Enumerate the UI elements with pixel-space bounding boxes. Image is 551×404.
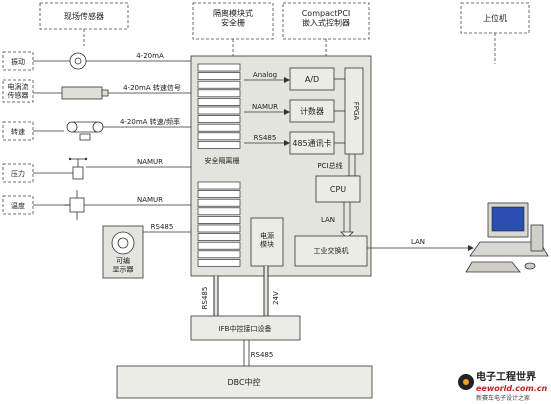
svg-text:RS485: RS485	[201, 287, 209, 310]
svg-text:可编显示器: 可编显示器	[113, 256, 134, 273]
namur-tag: NAMUR	[244, 103, 290, 115]
speed-sensor-icon	[66, 121, 78, 133]
svg-text:RS485: RS485	[254, 134, 277, 142]
svg-text:24V: 24V	[272, 291, 280, 305]
temperature-sensor-icon	[69, 197, 85, 213]
signal-label: NAMUR	[137, 196, 163, 204]
barrier-label: 安全隔离栅	[205, 156, 240, 165]
barrier-module-slot	[197, 98, 241, 106]
counter-box: 计数器	[289, 99, 335, 123]
display-device: 可编显示器	[102, 225, 144, 279]
svg-text:Analog: Analog	[253, 71, 277, 79]
ad-box: A/D	[289, 67, 335, 91]
barrier-module-slot	[197, 80, 241, 89]
device-temp: 温度	[2, 190, 85, 220]
field-sensors-header: 现场传感器	[39, 2, 129, 30]
lan-internal: LAN	[321, 202, 354, 239]
svg-text:电源模块: 电源模块	[260, 231, 274, 248]
analog-tag: Analog	[244, 71, 290, 83]
safety-barrier-label: 隔离模块式安全栅	[213, 8, 253, 28]
signal-label: NAMUR	[137, 158, 163, 166]
svg-text:eeworld.com.cn: eeworld.com.cn	[476, 384, 548, 393]
barrier-module-slot	[197, 241, 241, 250]
barrier-module-slot	[197, 198, 241, 207]
cpu-box: CPU	[315, 175, 361, 203]
device-eddy: 电涡流传感器	[2, 79, 109, 103]
svg-text:电涡流传感器: 电涡流传感器	[8, 82, 29, 99]
dbc-box: DBC中控	[116, 365, 373, 399]
host-computer-label: 上位机	[483, 13, 507, 23]
power-module: 电源模块	[250, 217, 284, 267]
svg-text:温度: 温度	[11, 201, 25, 210]
svg-text:DBC中控: DBC中控	[227, 377, 260, 387]
barrier-module-slot	[197, 106, 241, 115]
safety-barrier-header: 隔离模块式安全栅	[192, 2, 274, 40]
comm485-box: 485通讯卡	[289, 131, 335, 155]
barrier-module-slot	[197, 207, 241, 216]
rs485-tag: RS485	[244, 134, 290, 146]
signal-label: 4-20mA	[136, 52, 164, 60]
host-computer-icon	[465, 202, 549, 273]
svg-text:A/D: A/D	[305, 75, 319, 84]
svg-text:NAMUR: NAMUR	[252, 103, 278, 111]
signal-lines: 4-20mA 4-20mA 转速信号 4-20mA 转速/频率 NAMUR NA…	[84, 52, 196, 233]
barrier-module-slot	[197, 72, 241, 80]
barrier-module-slot	[197, 63, 241, 72]
power-down-link: 24V	[263, 266, 280, 316]
signal-label: 4-20mA 转速信号	[123, 83, 181, 92]
svg-text:FPGA: FPGA	[352, 102, 360, 121]
svg-text:IFB中控接口设备: IFB中控接口设备	[219, 324, 272, 333]
barrier-module-slot	[197, 132, 241, 141]
svg-text:振动: 振动	[11, 57, 25, 66]
svg-text:LAN: LAN	[411, 238, 425, 246]
pressure-sensor-icon	[72, 166, 84, 180]
device-pressure: 压力	[2, 157, 88, 183]
barrier-module-slot	[197, 89, 241, 98]
host-computer-header: 上位机	[460, 2, 530, 34]
barrier-module-slot	[197, 190, 241, 198]
watermark-logo: 电子工程世界 eeworld.com.cn 新赛车电子设计之家	[458, 370, 548, 402]
svg-text:新赛车电子设计之家: 新赛车电子设计之家	[476, 394, 530, 402]
svg-text:PCI总线: PCI总线	[317, 161, 342, 170]
svg-text:电子工程世界: 电子工程世界	[476, 370, 536, 383]
lan-to-host: LAN	[367, 238, 474, 251]
barrier-module-slot	[197, 216, 241, 224]
svg-text:RS485: RS485	[251, 351, 274, 359]
svg-text:工业交换机: 工业交换机	[314, 246, 349, 255]
barrier-module-slot	[197, 250, 241, 259]
barrier-module-slot	[197, 181, 241, 190]
eddy-sensor-icon	[61, 86, 103, 100]
ifb-interface-box: IFB中控接口设备	[190, 315, 301, 341]
svg-text:计数器: 计数器	[300, 106, 324, 116]
signal-label: 4-20mA 转速/频率	[120, 117, 180, 126]
industrial-switch: 工业交换机	[294, 235, 368, 267]
barrier-module-slot	[197, 224, 241, 233]
rs485-to-dbc: RS485	[243, 340, 274, 366]
barrier-module-slot	[197, 233, 241, 241]
svg-text:CPU: CPU	[330, 185, 346, 194]
device-speed: 转速	[2, 121, 104, 141]
svg-text:485通讯卡: 485通讯卡	[292, 138, 331, 148]
barrier-module-slot	[197, 123, 241, 132]
device-vibration: 振动	[2, 51, 87, 71]
rs485-down-link: RS485	[201, 276, 219, 316]
svg-text:压力: 压力	[11, 169, 25, 178]
field-sensors-label: 现场传感器	[64, 11, 104, 21]
barrier-module-stack	[197, 63, 241, 267]
signal-label: RS485	[151, 223, 174, 231]
barrier-module-slot	[197, 115, 241, 123]
svg-text:转速: 转速	[11, 127, 25, 136]
fpga-box: FPGA	[334, 67, 364, 155]
barrier-module-slot	[197, 141, 241, 149]
svg-text:LAN: LAN	[321, 216, 335, 224]
barrier-module-slot	[197, 259, 241, 267]
